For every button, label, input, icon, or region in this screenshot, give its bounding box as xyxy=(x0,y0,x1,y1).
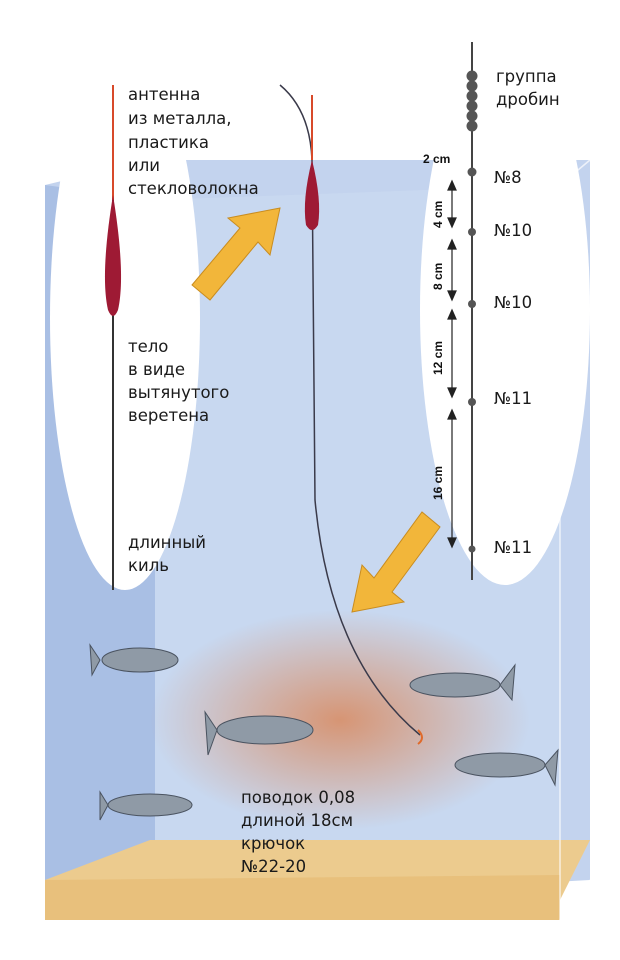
svg-text:крючок: крючок xyxy=(241,834,305,853)
svg-text:киль: киль xyxy=(128,556,169,575)
svg-text:12 cm: 12 cm xyxy=(431,341,445,375)
svg-text:из металла,: из металла, xyxy=(128,109,232,128)
svg-text:№10: №10 xyxy=(494,293,532,312)
svg-text:дробин: дробин xyxy=(496,90,560,109)
keel-label: длинный киль xyxy=(128,533,206,575)
distance-arrows xyxy=(447,179,457,549)
svg-text:вытянутого: вытянутого xyxy=(128,383,229,402)
float-detail-callout xyxy=(50,46,200,590)
svg-text:№10: №10 xyxy=(494,221,532,240)
svg-text:тело: тело xyxy=(128,337,168,356)
svg-text:веретена: веретена xyxy=(128,406,209,425)
antenna-label: антенна из металла, пластика или стеклов… xyxy=(128,85,259,198)
svg-text:или: или xyxy=(128,156,160,175)
arrow-down-left-icon xyxy=(351,511,441,613)
svg-text:длинный: длинный xyxy=(128,533,206,552)
sand-front xyxy=(45,875,560,920)
svg-text:№11: №11 xyxy=(494,389,532,408)
fish xyxy=(89,643,559,821)
float-body-detail xyxy=(104,195,122,316)
svg-text:8 cm: 8 cm xyxy=(431,263,445,290)
box-edge xyxy=(559,879,591,921)
groundbait-cloud xyxy=(150,610,530,830)
body-label: тело в виде вытянутого веретена xyxy=(128,337,229,425)
svg-text:группа: группа xyxy=(496,67,557,86)
main-line xyxy=(279,84,421,736)
svg-text:16 cm: 16 cm xyxy=(431,466,445,500)
hook-icon xyxy=(417,729,423,745)
svg-text:поводок 0,08: поводок 0,08 xyxy=(241,788,355,807)
svg-text:антенна: антенна xyxy=(128,85,200,104)
svg-text:пластика: пластика xyxy=(128,133,209,152)
float-body xyxy=(304,160,320,230)
shot-group xyxy=(466,70,478,553)
shot-detail-callout xyxy=(420,35,590,585)
svg-text:№11: №11 xyxy=(494,538,532,557)
svg-text:2 cm: 2 cm xyxy=(423,152,450,166)
svg-text:длиной 18см: длиной 18см xyxy=(241,811,353,830)
svg-text:в виде: в виде xyxy=(128,360,185,379)
svg-text:стекловолокна: стекловолокна xyxy=(128,179,259,198)
shot-labels: группа дробин №8 №10 №10 №11 №11 2 cm 4 … xyxy=(423,67,560,557)
svg-text:№22-20: №22-20 xyxy=(241,857,306,876)
leader-label: поводок 0,08 длиной 18см крючок №22-20 xyxy=(241,788,355,876)
svg-text:№8: №8 xyxy=(494,168,522,187)
svg-text:4 cm: 4 cm xyxy=(431,201,445,228)
arrow-up-right-icon xyxy=(191,207,281,301)
